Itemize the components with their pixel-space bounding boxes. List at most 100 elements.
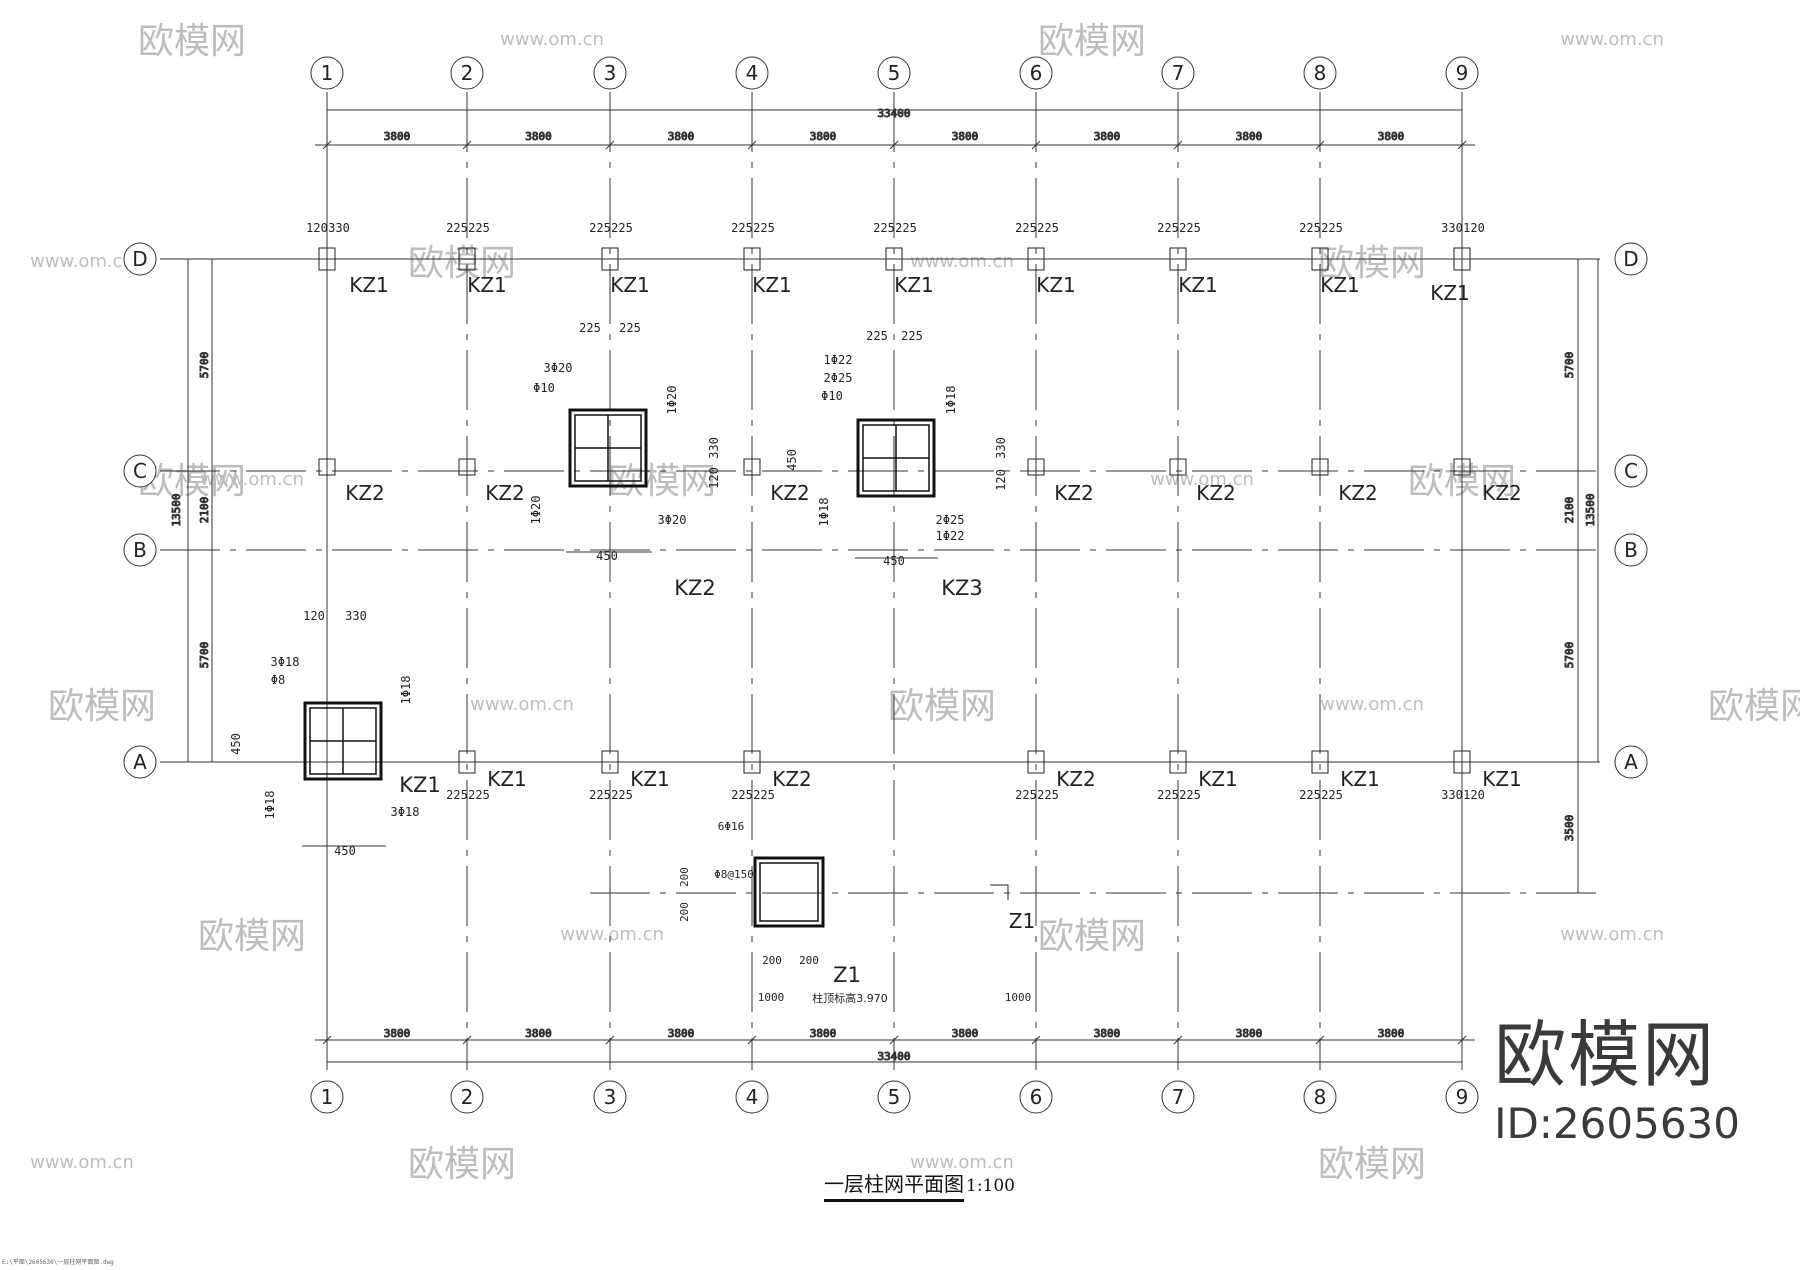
watermark-url: www.om.cn <box>1150 469 1254 490</box>
col-offset-d: 225 <box>895 221 917 235</box>
column-label-a: KZ1 <box>630 767 670 791</box>
axis-bubble-top-circle <box>450 56 484 90</box>
col-offset-d: 225 <box>731 221 753 235</box>
column-z1-plan-label: Z1 <box>1009 909 1035 933</box>
axis-bubble-bottom-circle <box>1303 1080 1337 1114</box>
col-offset-d: 225 <box>873 221 895 235</box>
watermark-logo: 欧模网 <box>138 21 246 62</box>
column-a <box>1169 750 1187 774</box>
col-offset-a: 225 <box>1299 788 1321 802</box>
dim-bay-top: 3800 <box>668 130 695 143</box>
detail-kz3-dim-l: 225 <box>866 329 888 343</box>
axis-bubble-top-circle <box>1161 56 1195 90</box>
column-label-d: KZ1 <box>467 273 507 297</box>
axis-bubble-top-circle <box>1303 56 1337 90</box>
watermark-url: www.om.cn <box>200 469 304 490</box>
column-kz1-d <box>1311 247 1329 271</box>
col-offset-d: 225 <box>1179 221 1201 235</box>
col-offset-a: 225 <box>1157 788 1179 802</box>
detail-kz3-dim-r: 225 <box>901 329 923 343</box>
axis-bubble-left: D <box>132 247 147 271</box>
axis-bubble-bottom-circle <box>593 1080 627 1114</box>
dim-right-2: 2100 <box>1563 497 1576 524</box>
axis-bubble-bottom: 3 <box>604 1085 617 1109</box>
dim-bay-bottom: 3800 <box>1236 1027 1263 1040</box>
dim-tick <box>1031 1035 1041 1045</box>
axis-bubble-bottom: 6 <box>1030 1085 1043 1109</box>
dim-bay-top: 3800 <box>384 130 411 143</box>
detail-kz2-rebar-top: 3Φ20 <box>544 361 573 375</box>
axis-bubble-top-circle <box>310 56 344 90</box>
dim-bay-top: 3800 <box>525 130 552 143</box>
watermark-logo: 欧模网 <box>48 686 156 727</box>
axis-bubble-top: 4 <box>746 61 759 85</box>
watermark-logo: 欧模网 <box>1038 916 1146 957</box>
detail-kz2-rebar-bottom: 3Φ20 <box>658 513 687 527</box>
axis-bubble-bottom-circle <box>1161 1080 1195 1114</box>
axis-bubble-top: 8 <box>1314 61 1327 85</box>
detail-kz3-outer <box>856 418 936 498</box>
axis-bubble-top-circle <box>1445 56 1479 90</box>
detail-kz3-rebar-l: 1Φ18 <box>817 498 831 527</box>
detail-kz1-dim-b: 330 <box>345 609 367 623</box>
column-label-d: KZ1 <box>349 273 389 297</box>
detail-z1-rebar: 6Φ16 <box>718 820 745 833</box>
col-offset-a: 225 <box>1015 788 1037 802</box>
watermark-layer: 欧模网欧模网欧模网欧模网欧模网欧模网欧模网欧模网欧模网欧模网欧模网欧模网欧模网欧… <box>30 21 1800 1185</box>
axis-bubble-bottom: 9 <box>1456 1085 1469 1109</box>
detail-kz2-rebar-l: 1Φ20 <box>529 496 543 525</box>
col-offset-a: 225 <box>753 788 775 802</box>
dim-bay-bottom: 3800 <box>810 1027 837 1040</box>
axis-bubble-left: B <box>133 538 147 562</box>
axis-bubble-top: 5 <box>888 61 901 85</box>
column-label-a: KZ2 <box>1056 767 1096 791</box>
axis-bubble-top-circle <box>877 56 911 90</box>
column-label-c: KZ2 <box>1196 481 1236 505</box>
detail-kz3-rebar-1: 1Φ22 <box>824 353 853 367</box>
col-offset-d: 225 <box>1321 221 1343 235</box>
dim-tick <box>1315 140 1325 150</box>
dim-tick <box>1315 1035 1325 1045</box>
detail-kz2-rebar-r: 1Φ20 <box>665 386 679 415</box>
watermark-url: www.om.cn <box>500 29 604 50</box>
brand-block: 欧模网 ID:2605630 <box>1494 1019 1740 1148</box>
dim-total-depth-left: 13500 <box>170 493 183 526</box>
axis-bubble-bottom: 7 <box>1172 1085 1185 1109</box>
detail-kz2-h1: 330 <box>707 437 721 459</box>
column-label-d: KZ1 <box>894 273 934 297</box>
column-a <box>1311 750 1329 774</box>
detail-kz1-size: 450 <box>334 844 356 858</box>
detail-kz1-rebar-bottom: 3Φ18 <box>391 805 420 819</box>
column-kz1-d <box>885 247 903 271</box>
drawing-scale: 1:100 <box>966 1176 1015 1196</box>
detail-z1-dim-h1: 200 <box>762 954 782 967</box>
detail-z1-stirrup-label: Φ8@150 <box>714 868 754 881</box>
detail-z1-dim-v2: 200 <box>678 902 691 922</box>
axis-bubble-right-circle <box>1614 745 1648 779</box>
col-offset-d: 225 <box>1037 221 1059 235</box>
axis-bubble-bottom: 1 <box>321 1085 334 1109</box>
watermark-logo: 欧模网 <box>408 1144 516 1185</box>
axis-bubble-left-circle <box>123 533 157 567</box>
watermark-url: www.om.cn <box>560 924 664 945</box>
column-label-d: KZ1 <box>1036 273 1076 297</box>
column-kz1-d <box>1453 247 1471 271</box>
axis-bubble-right-circle <box>1614 454 1648 488</box>
dim-right-3: 5700 <box>1563 642 1576 669</box>
col-offset-a: 225 <box>1321 788 1343 802</box>
col-offset-a: 225 <box>611 788 633 802</box>
axis-bubble-right: C <box>1624 459 1638 483</box>
axis-bubble-left-circle <box>123 745 157 779</box>
col-offset-a: 120 <box>1463 788 1485 802</box>
dim-total-top: 33400 <box>877 107 910 120</box>
column-kz2-c <box>1453 458 1471 476</box>
dim-bay-bottom: 3800 <box>1094 1027 1121 1040</box>
dim-left-3: 5700 <box>198 642 211 669</box>
brand-logo: 欧模网 <box>1494 1013 1717 1097</box>
detail-z1-d1000: 1000 <box>758 991 785 1004</box>
detail-kz2-size: 450 <box>596 549 618 563</box>
axis-bubble-bottom-circle <box>735 1080 769 1114</box>
axis-bubble-bottom-circle <box>450 1080 484 1114</box>
